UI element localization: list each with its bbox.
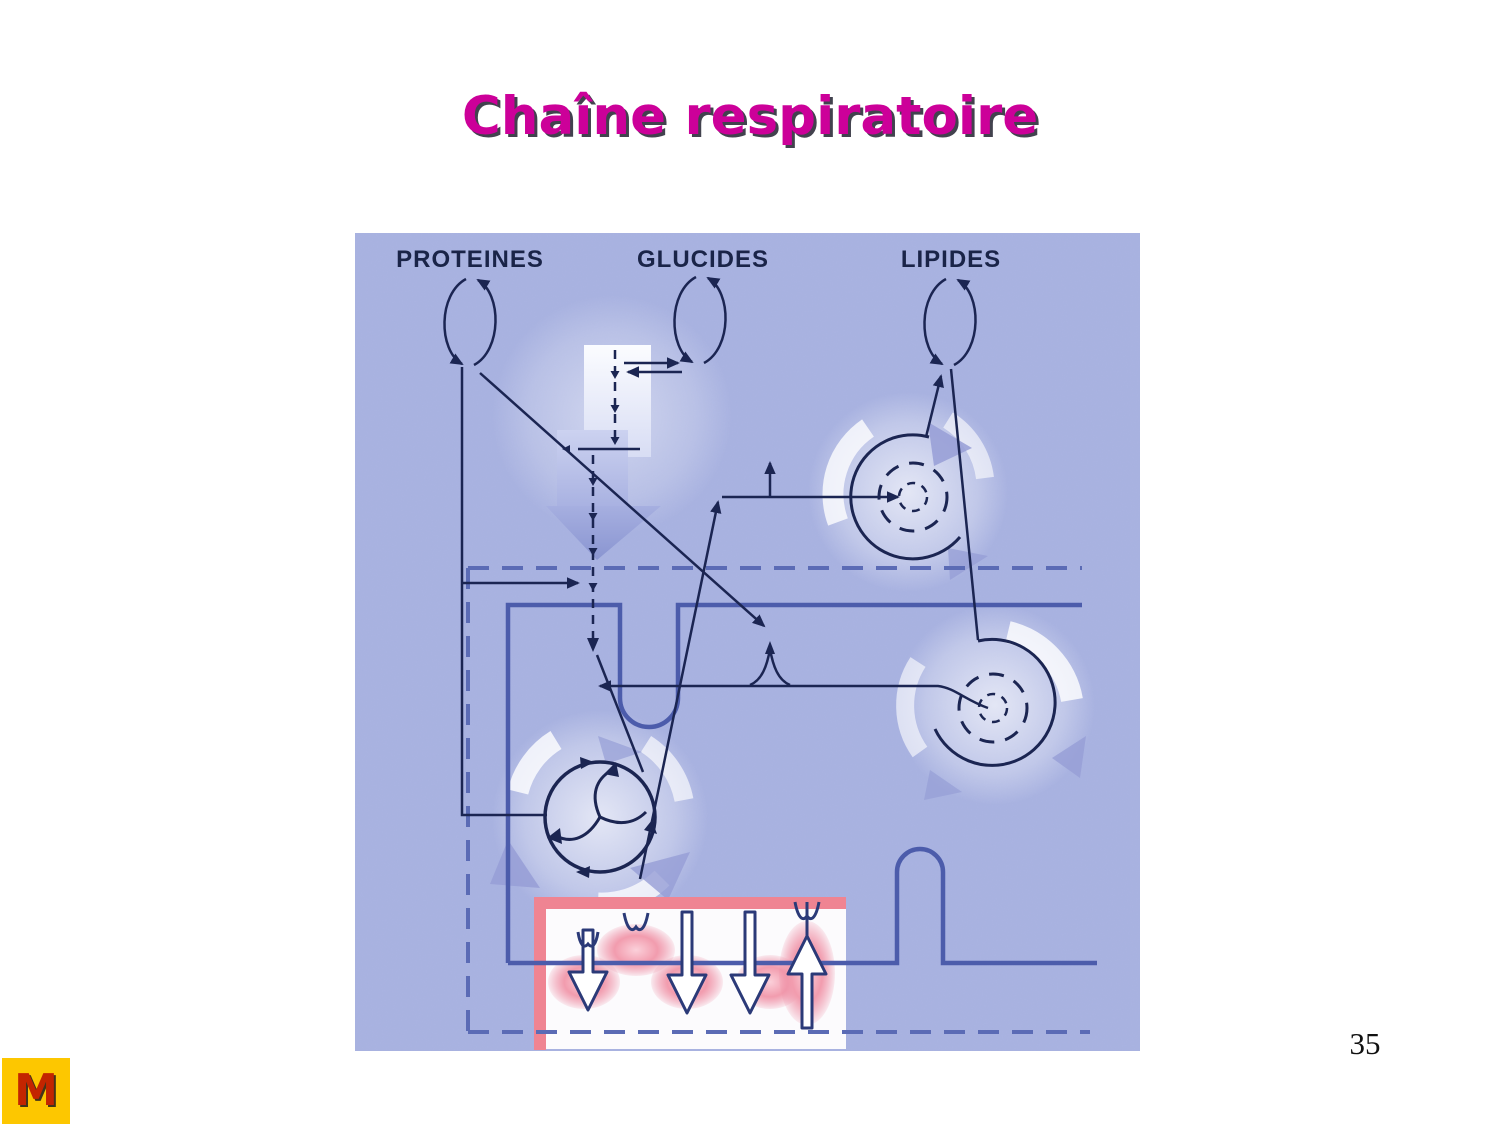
merge-up-arrowhead [765,641,775,654]
box-border-top [534,897,846,909]
atp-synthase-arrow-up [786,934,828,1030]
fork-icon [793,901,821,921]
lipids-to-spiral-line [949,368,980,641]
glucides-cycle-icon [673,275,727,365]
metabolism-diagram-svg: PROTEINES GLUCIDES LIPIDES [355,233,1140,1051]
proton-arrow-down [666,910,708,1015]
label-proteines: PROTEINES [396,246,544,273]
proton-pumping-arrows [567,910,828,1030]
mitochondrial-dashed-boundary [466,566,1090,1034]
logo-letter: M [14,1065,58,1116]
page-number: 35 [1349,1026,1381,1061]
krebs-up-diagonal-arrow [638,500,722,880]
spiral-to-lipids-arrow [924,374,944,438]
box-border-left [534,897,546,1050]
proteins-to-krebs-line [460,367,547,817]
pathway-lines [460,357,989,880]
glycolysis-dashed-flux [578,350,640,640]
beta-oxidation-spiral-lower-icon [933,637,1057,767]
proton-arrow-down [729,910,771,1015]
glycolysis-flux-arrowheads [562,371,620,652]
proteins-diagonal-arrow [479,372,766,628]
beta-oxidation-swirl-upper-icon [822,412,994,580]
pyruvate-to-krebs-line [595,654,645,773]
inner-membrane-lower [508,846,1097,966]
fork-icon [576,931,600,948]
proton-arrow-down [567,928,609,1012]
substrate-forks [576,901,821,948]
label-glucides: GLUCIDES [637,246,769,273]
proteines-cycle-icon [443,277,497,367]
label-lipides: LIPIDES [901,246,1001,273]
turnover-cycles [443,275,977,367]
lipides-cycle-icon [923,277,977,367]
logo-badge: M [2,1058,70,1124]
spiral-to-left-arrow [598,680,989,710]
fork-icon [622,912,650,932]
metabolism-diagram: PROTEINES GLUCIDES LIPIDES [355,233,1140,1051]
beta-oxidation-swirl-lower-icon [896,621,1086,800]
slide-title: Chaîne respiratoire [461,86,1039,147]
krebs-cycle-icon [543,757,657,878]
